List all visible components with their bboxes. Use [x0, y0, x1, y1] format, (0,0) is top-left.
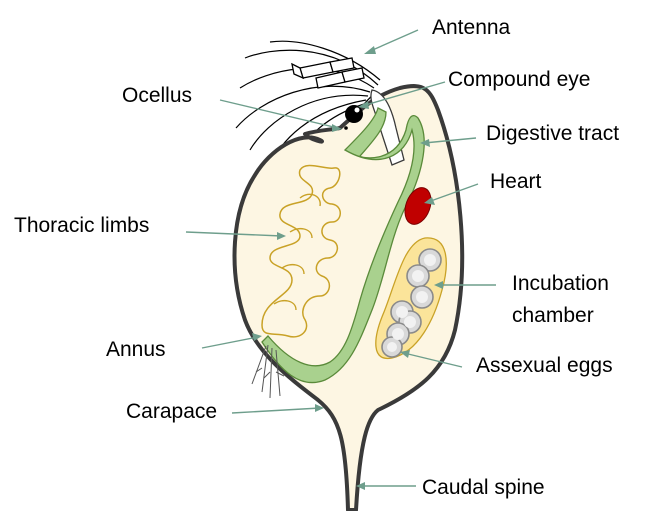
antenna-segments — [292, 58, 364, 88]
label-ocellus: Ocellus — [122, 84, 192, 107]
compound-eye-shine — [355, 108, 360, 113]
label-incubation-chamber-line2: chamber — [512, 304, 594, 327]
label-carapace: Carapace — [126, 400, 217, 423]
label-heart: Heart — [490, 170, 542, 193]
ocellus-organ — [344, 126, 348, 130]
label-annus: Annus — [106, 338, 166, 361]
compound-eye-organ — [345, 105, 363, 123]
label-digestive-tract: Digestive tract — [486, 122, 619, 145]
label-caudal-spine: Caudal spine — [422, 476, 545, 499]
label-incubation-chamber-line1: Incubation — [512, 272, 609, 295]
label-assexual-eggs: Assexual eggs — [476, 354, 613, 377]
label-antenna: Antenna — [432, 16, 511, 39]
label-thoracic-limbs: Thoracic limbs — [14, 214, 149, 237]
label-compound-eye: Compound eye — [448, 68, 590, 91]
